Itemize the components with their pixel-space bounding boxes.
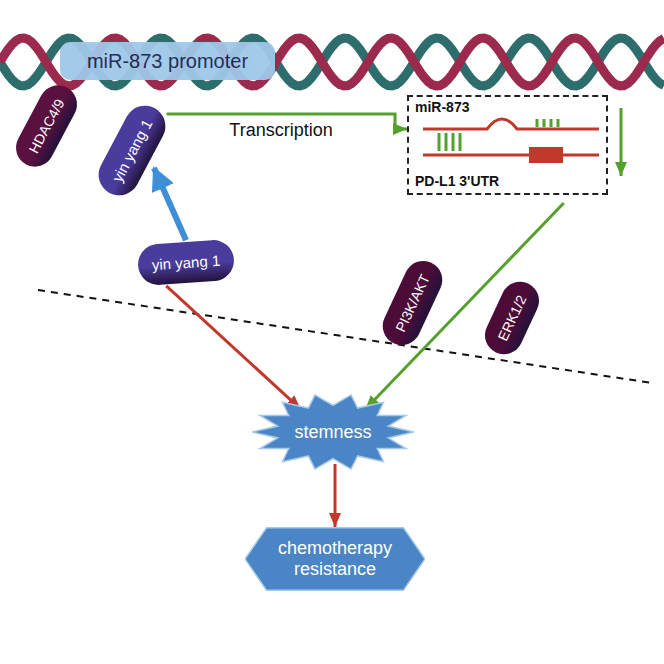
node-text: yin yang 1 — [108, 116, 155, 184]
connector-arrow — [365, 203, 563, 409]
node-text: miR-873 — [415, 99, 469, 115]
connector-arrow — [166, 286, 300, 409]
pathway-pill: PI3K/AKT — [376, 255, 448, 352]
stemness-star: stemness — [252, 394, 414, 470]
node-text: ERK1/2 — [495, 293, 530, 343]
dashed-box: miR-873PD-L1 3'UTR — [407, 95, 608, 195]
down-arrow — [620, 108, 623, 176]
node-text: HDAC4/9 — [25, 96, 67, 156]
node-text: PI3K/AKT — [392, 272, 432, 334]
node-text: chemotherapy resistance — [270, 538, 400, 579]
dna-helix — [0, 38, 664, 86]
dna-strand — [0, 38, 664, 86]
protein-pill: yin yang 1 — [137, 238, 236, 286]
dna-strand — [0, 38, 664, 86]
node-text: PD-L1 3'UTR — [415, 173, 499, 189]
edge-label: Transcription — [226, 120, 335, 141]
promoter-band: miR-873 promoter — [60, 42, 275, 80]
outcome-hexagon: chemotherapy resistance — [245, 527, 425, 591]
connector-arrow — [334, 464, 337, 527]
node-text: miR-873 promoter — [87, 50, 248, 73]
protein-pill: HDAC4/9 — [9, 79, 83, 174]
node-text: stemness — [294, 422, 371, 443]
pathway-pill: ERK1/2 — [479, 276, 546, 361]
connector-arrow — [154, 168, 186, 240]
node-text: yin yang 1 — [151, 251, 220, 273]
membrane-dashed-line — [38, 290, 652, 383]
